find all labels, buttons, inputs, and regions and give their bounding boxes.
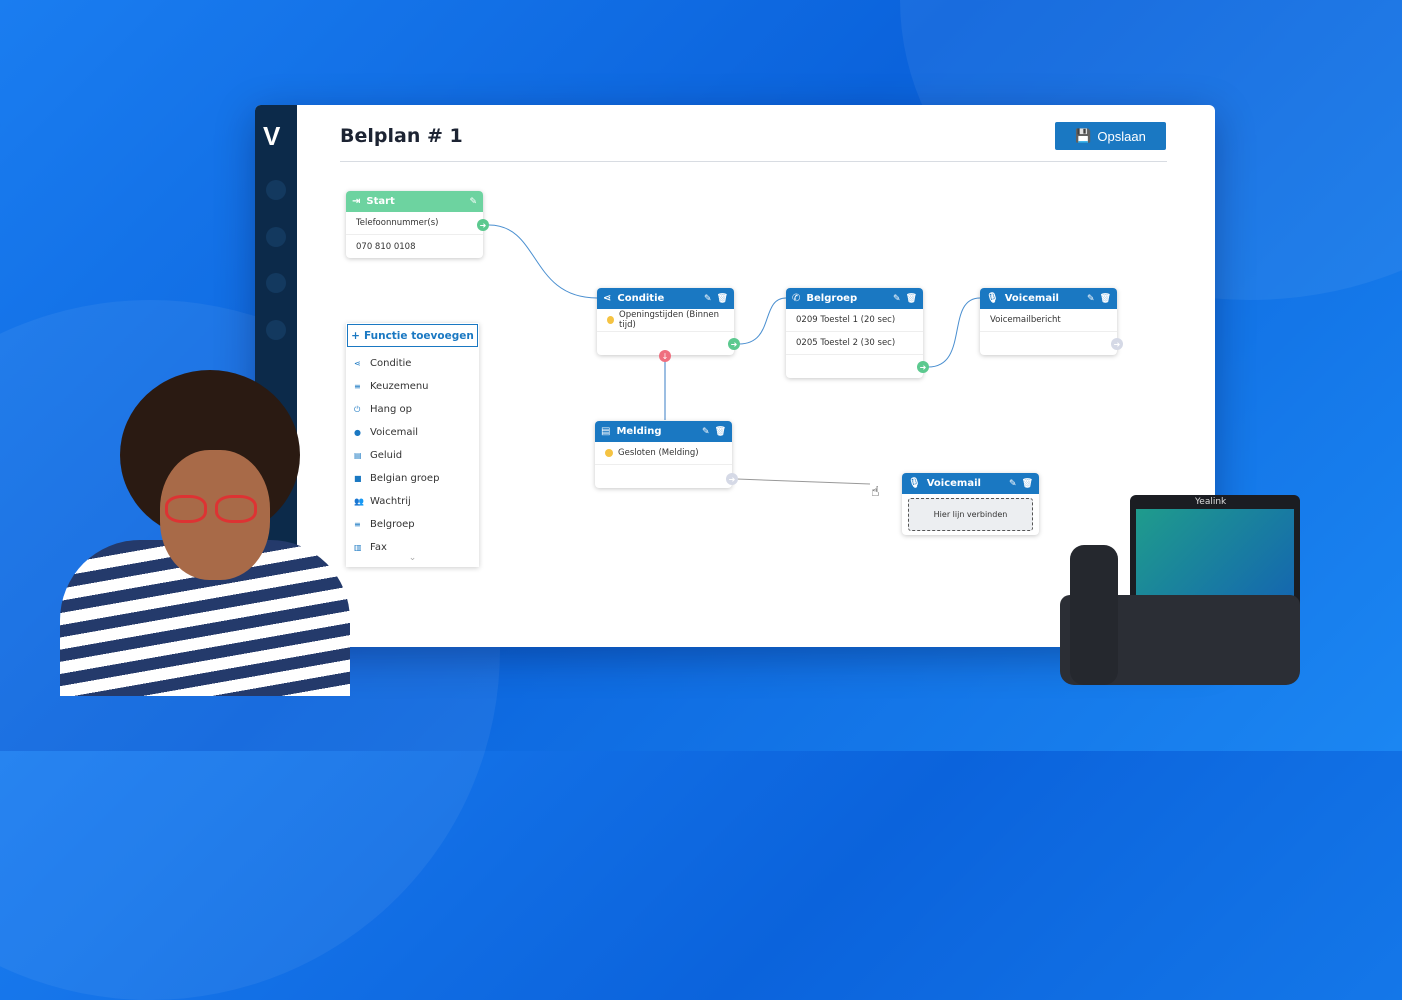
trash-icon[interactable]: 🗑 [1099,293,1111,304]
connections: ☝ [488,224,981,500]
menu-item-hang-op[interactable]: ⏻Hang op [354,404,412,415]
save-icon: 💾 [1075,128,1092,143]
clock-icon [605,449,613,457]
node-voicemail[interactable]: 🎙Voicemail✎🗑 Voicemailbericht [980,288,1117,355]
node-start[interactable]: ⇥Start✎ Telefoonnummer(s) 070 810 0108 [346,191,483,258]
node-row: 070 810 0108 [356,241,416,252]
list-icon: ≡ [354,382,361,391]
trash-icon[interactable]: 🗑 [714,426,726,437]
phone-square-icon: ■ [354,474,362,483]
add-function-button[interactable]: +Functie toevoegen [347,324,478,347]
edit-icon[interactable]: ✎ [469,196,477,207]
menu-item-keuzemenu[interactable]: ≡Keuzemenu [354,381,429,392]
output-port-icon[interactable]: ➜ [726,473,738,485]
output-port-icon[interactable]: ➜ [477,219,489,231]
plus-icon: + [351,329,360,342]
microphone-icon: 🎙 [986,293,999,304]
person-photo [60,370,350,696]
fail-port-icon[interactable]: ↓ [659,350,671,362]
file-audio-icon: ▤ [354,451,362,460]
node-row: Telefoonnummer(s) [346,212,483,235]
link-melding-dragging [736,478,871,485]
chevron-down-icon[interactable]: ⌄ [408,553,417,563]
sidebar-item[interactable] [266,180,286,200]
link-conditie-belgroep [738,297,787,345]
node-row: 0205 Toestel 2 (30 sec) [786,332,923,355]
edit-icon[interactable]: ✎ [702,426,710,437]
function-menu: +Functie toevoegen ⋖Conditie ≡Keuzemenu … [346,323,479,567]
edit-icon[interactable]: ✎ [704,293,712,304]
node-belgroep[interactable]: ✆Belgroep✎🗑 0209 Toestel 1 (20 sec) 0205… [786,288,923,378]
sidebar-item[interactable] [266,273,286,293]
file-audio-icon: ▤ [601,426,611,437]
share-icon: ⋖ [603,293,612,304]
link-start-conditie [488,224,598,299]
page-title: Belplan # 1 [340,125,463,147]
node-voicemail-new[interactable]: 🎙Voicemail✎🗑 Hier lijn verbinden [902,473,1039,535]
microphone-icon: 🎙 [908,478,921,489]
output-port-icon[interactable]: ➜ [728,338,740,350]
edit-icon[interactable]: ✎ [1009,478,1017,489]
menu-item-geluid[interactable]: ▤Geluid [354,450,403,461]
users-icon: 👥 [354,497,364,506]
edit-icon[interactable]: ✎ [893,293,901,304]
list-icon: ≡ [354,520,361,529]
divider [340,161,1167,162]
phone-icon: ✆ [792,293,801,304]
link-belgroep-voicemail [927,297,981,368]
share-icon: ⋖ [354,359,361,368]
node-row: Voicemailbericht [980,309,1117,332]
output-port-icon[interactable]: ➜ [917,361,929,373]
edit-icon[interactable]: ✎ [1087,293,1095,304]
node-conditie[interactable]: ⋖Conditie✎🗑 Openingstijden (Binnen tijd) [597,288,734,355]
menu-item-voicemail[interactable]: ●Voicemail [354,427,419,438]
menu-item-belgian-groep[interactable]: ■Belgian groep [354,473,440,484]
microphone-icon: ● [354,428,361,437]
menu-item-belgroep[interactable]: ≡Belgroep [354,519,415,530]
clock-icon [607,316,615,324]
menu-item-conditie[interactable]: ⋖Conditie [354,358,412,369]
cursor-hand-icon: ☝ [871,484,880,500]
connect-drop-zone[interactable]: Hier lijn verbinden [908,498,1033,531]
desk-phone-photo: Yealink [990,495,1302,705]
menu-item-fax[interactable]: ▥Fax [354,542,387,553]
output-port-icon[interactable]: ➜ [1111,338,1123,350]
power-icon: ⏻ [354,404,361,414]
trash-icon[interactable]: 🗑 [1021,478,1033,489]
trash-icon[interactable]: 🗑 [905,293,917,304]
login-icon: ⇥ [352,196,361,207]
fax-icon: ▥ [354,543,362,552]
save-button[interactable]: 💾Opslaan [1055,122,1166,150]
menu-item-wachtrij[interactable]: 👥Wachtrij [354,496,411,507]
node-row: 0209 Toestel 1 (20 sec) [786,309,923,332]
sidebar-item[interactable] [266,227,286,247]
sidebar-item[interactable] [266,320,286,340]
logo: V [263,121,281,151]
node-melding[interactable]: ▤Melding✎🗑 Gesloten (Melding) [595,421,732,488]
trash-icon[interactable]: 🗑 [716,293,728,304]
